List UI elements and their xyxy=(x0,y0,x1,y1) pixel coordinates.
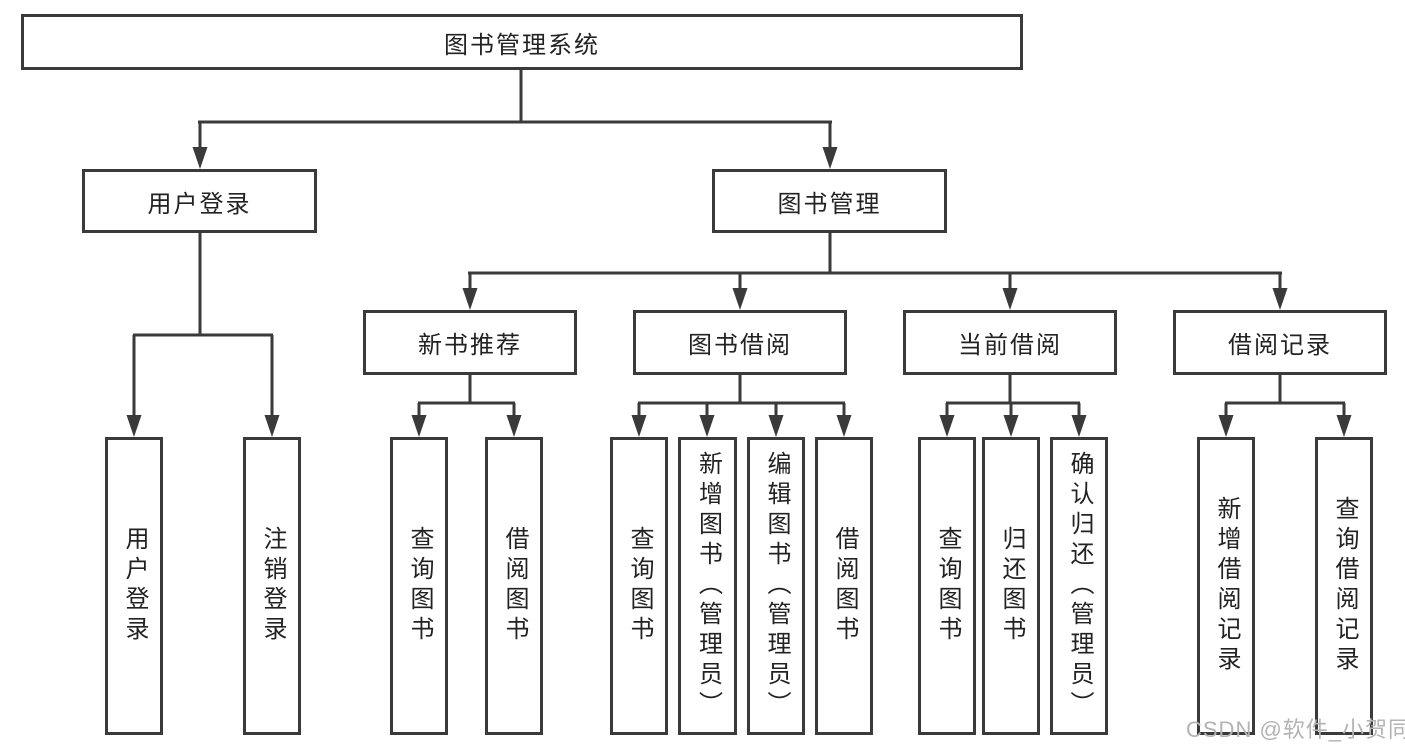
leaf-user-login: 用户登录 xyxy=(105,437,163,735)
leaf-current-return-book: 归还图书 xyxy=(982,437,1040,735)
node-label: 借阅图书 xyxy=(831,526,858,646)
leaf-records-add-record: 新增借阅记录 xyxy=(1197,437,1255,735)
connector-book-management-to-groups xyxy=(462,233,1288,310)
node-label: 新增借阅记录 xyxy=(1213,496,1240,676)
node-label: 图书管理 xyxy=(777,190,882,218)
leaf-current-query-book: 查询图书 xyxy=(918,437,976,735)
node-book-management: 图书管理 xyxy=(712,169,947,233)
node-label: 查询图书 xyxy=(626,526,653,646)
leaf-borrow-edit-book-admin: 编辑图书（管理员） xyxy=(747,437,805,735)
node-label: 新增图书（管理员） xyxy=(694,451,722,721)
connector-book-borrow-to-leaves xyxy=(631,375,852,437)
leaf-records-query-record: 查询借阅记录 xyxy=(1315,437,1373,735)
leaf-logout: 注销登录 xyxy=(243,437,301,735)
connector-new-book-to-leaves xyxy=(411,375,522,437)
leaf-borrow-query-book: 查询图书 xyxy=(610,437,668,735)
connector-borrow-records-to-leaves xyxy=(1218,375,1352,437)
leaf-newbook-borrow-book: 借阅图书 xyxy=(485,437,543,735)
leaf-newbook-query-book: 查询图书 xyxy=(390,437,448,735)
node-label: 查询图书 xyxy=(934,526,961,646)
node-label: 查询借阅记录 xyxy=(1331,496,1358,676)
node-label: 用户登录 xyxy=(121,526,148,646)
node-label: 当前借阅 xyxy=(958,332,1062,359)
node-borrow-records: 借阅记录 xyxy=(1173,310,1387,375)
node-label: 编辑图书（管理员） xyxy=(763,451,790,721)
node-new-book-recommend: 新书推荐 xyxy=(363,310,577,375)
leaf-current-confirm-return-admin: 确认归还（管理员） xyxy=(1050,437,1108,735)
node-label: 借阅记录 xyxy=(1228,332,1332,359)
node-label: 图书借阅 xyxy=(688,332,792,359)
node-user-login: 用户登录 xyxy=(82,169,317,233)
connector-root-to-branches xyxy=(192,70,838,169)
node-label: 确认归还（管理员） xyxy=(1066,451,1093,721)
node-label: 新书推荐 xyxy=(418,332,522,359)
node-label: 归还图书 xyxy=(998,526,1025,646)
node-label: 借阅图书 xyxy=(501,526,528,646)
connector-user-login-to-leaves xyxy=(126,233,280,437)
csdn-watermark: CSDN @软件_小贺同学 xyxy=(1186,717,1405,742)
node-label: 图书管理系统 xyxy=(444,31,600,59)
node-label: 查询图书 xyxy=(406,526,433,646)
node-library-system: 图书管理系统 xyxy=(21,14,1023,70)
connector-current-borrow-to-leaves xyxy=(939,375,1087,437)
leaf-borrow-add-book-admin: 新增图书（管理员） xyxy=(678,437,737,735)
node-book-borrow: 图书借阅 xyxy=(633,310,847,375)
leaf-borrow-borrow-book: 借阅图书 xyxy=(815,437,873,735)
node-label: 用户登录 xyxy=(147,190,252,218)
node-current-borrow: 当前借阅 xyxy=(903,310,1117,375)
node-label: 注销登录 xyxy=(259,526,286,646)
